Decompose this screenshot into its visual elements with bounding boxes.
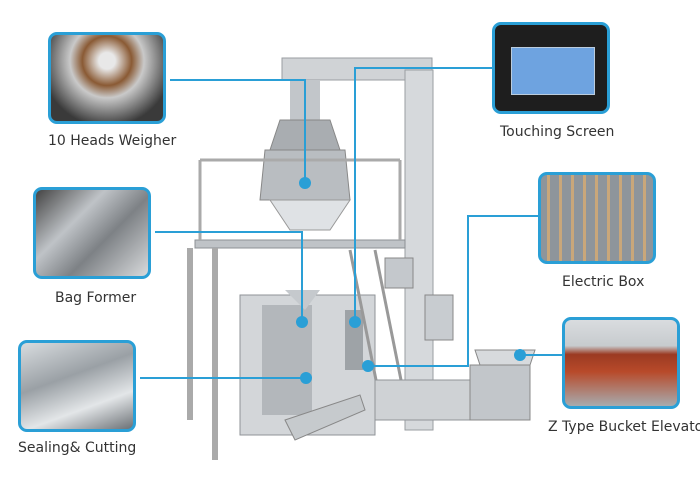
electric-label: Electric Box xyxy=(562,274,645,290)
elevator-label: Z Type Bucket Elevator xyxy=(548,419,700,435)
sealing-label: Sealing& Cutting xyxy=(18,440,137,456)
screen-photo xyxy=(492,22,610,114)
bag-former-photo xyxy=(33,187,151,279)
bag-former-label: Bag Former xyxy=(55,290,137,306)
screen-marker-dot xyxy=(349,316,361,328)
screen-label: Touching Screen xyxy=(500,124,615,140)
electric-marker-dot xyxy=(362,360,374,372)
sealing-marker-dot xyxy=(300,372,312,384)
sealing-photo xyxy=(18,340,136,432)
elevator-photo xyxy=(562,317,680,409)
bag-former-marker-dot xyxy=(296,316,308,328)
electric-box-photo xyxy=(538,172,656,264)
elevator-marker-dot xyxy=(514,349,526,361)
weigher-marker-dot xyxy=(299,177,311,189)
weigher-label: 10 Heads Weigher xyxy=(48,133,177,149)
touch-screen-display xyxy=(511,47,595,95)
weigher-photo xyxy=(48,32,166,124)
